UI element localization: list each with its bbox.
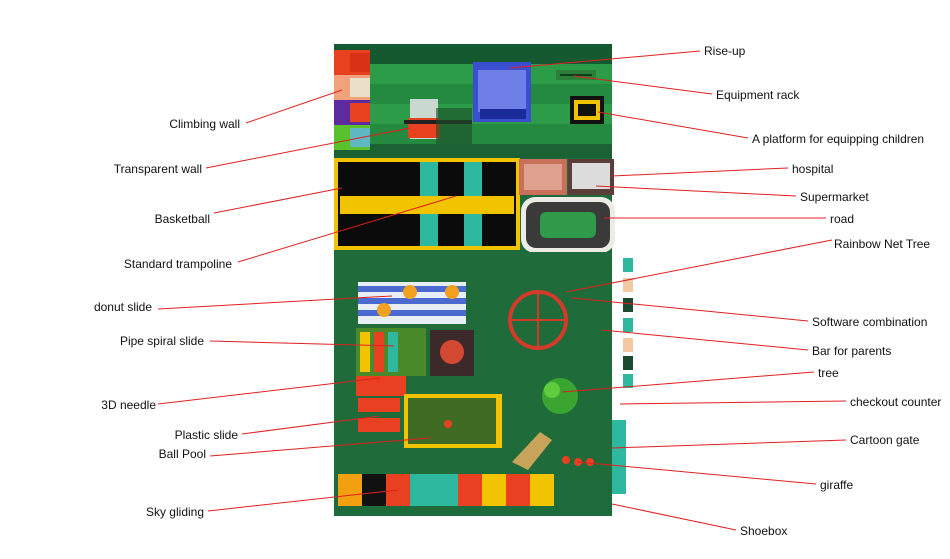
label-donut-slide: donut slide (93, 300, 152, 314)
label-plastic-slide: Plastic slide (174, 428, 238, 442)
label-pipe-spiral-slide: Pipe spiral slide (119, 334, 204, 348)
slide-blocks (356, 328, 474, 396)
label-3d-needle: 3D needle (101, 398, 156, 412)
children-platform (570, 96, 604, 124)
label-software-combination: Software combination (812, 315, 928, 329)
label-equipment-rack: Equipment rack (716, 88, 800, 102)
label-rainbow-net-tree: Rainbow Net Tree (834, 237, 931, 251)
label-sky-gliding: Sky gliding (145, 505, 204, 519)
equipment-rack (556, 70, 596, 80)
rise-up (473, 62, 531, 122)
label-transparent-wall: Transparent wall (113, 162, 202, 176)
donut-slide-area (358, 282, 466, 324)
label-giraffe: giraffe (820, 478, 854, 492)
label-basketball: Basketball (154, 212, 210, 226)
label-supermarket: Supermarket (800, 190, 869, 204)
label-road: road (830, 212, 855, 226)
label-hospital: hospital (792, 162, 834, 176)
right-pillars (612, 258, 633, 494)
climbing-wall (334, 50, 370, 150)
sky-gliding-strip (338, 474, 554, 506)
plastic-slides (358, 398, 400, 432)
label-checkout-counter: checkout counter (850, 395, 942, 409)
transparent-wall (404, 99, 472, 144)
label-bar-for-parents: Bar for parents (812, 344, 892, 358)
label-standard-trampoline: Standard trampoline (123, 257, 232, 271)
label-rise-up: Rise-up (704, 44, 746, 58)
rainbow-net-tree (508, 290, 568, 350)
tree-area (542, 378, 578, 414)
road-track (521, 197, 615, 253)
label-tree: tree (818, 366, 839, 380)
trampoline-court (334, 158, 520, 250)
label-cartoon-gate: Cartoon gate (850, 433, 920, 447)
shops (519, 159, 614, 195)
label-children-platform: A platform for equipping children (752, 132, 925, 146)
label-climbing-wall: Climbing wall (169, 117, 240, 131)
label-ball-pool: Ball Pool (158, 447, 206, 461)
leader-lines (157, 50, 847, 531)
label-shoebox: Shoebox (740, 524, 788, 538)
ball-pool-area (404, 394, 502, 448)
